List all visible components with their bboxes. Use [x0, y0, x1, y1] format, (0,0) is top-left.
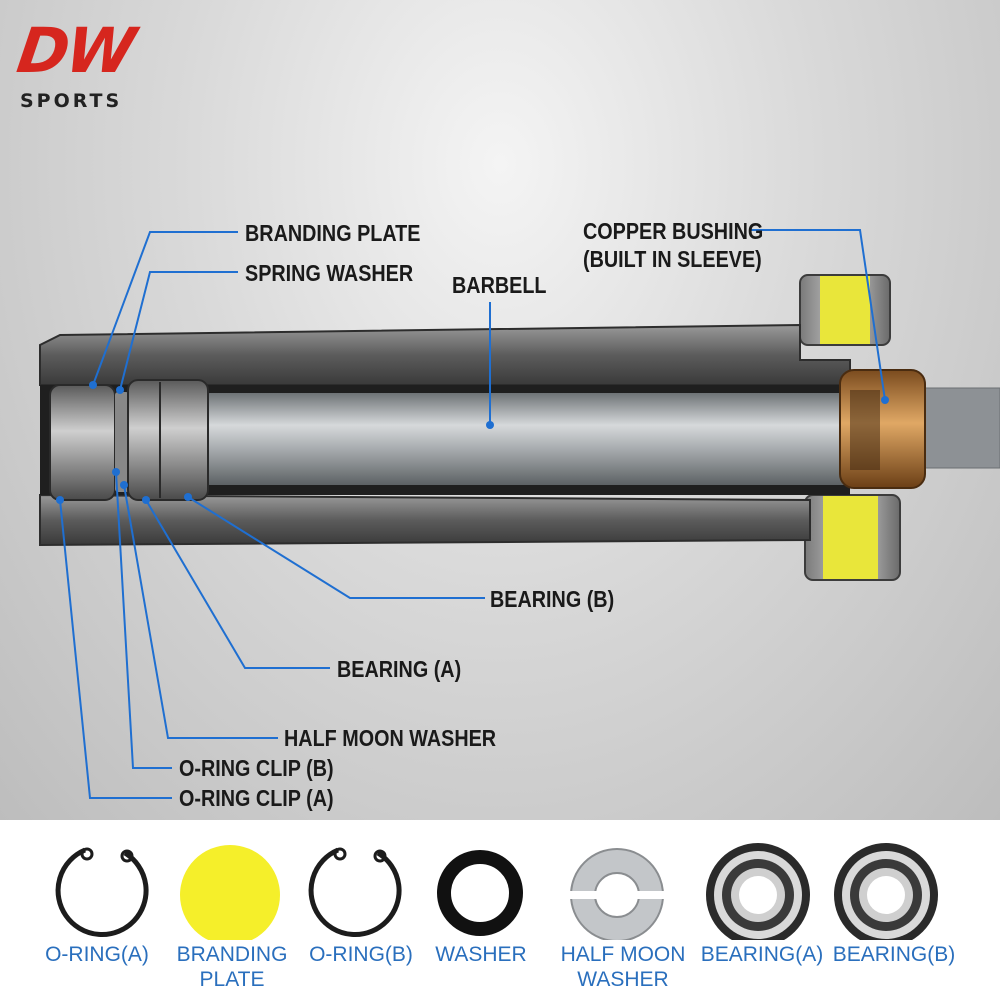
callout-copper-bushing-line2: (BUILT IN SLEEVE) [583, 246, 762, 272]
callout-branding-plate: BRANDING PLATE [245, 220, 421, 246]
callout-spring-washer: SPRING WASHER [245, 260, 414, 286]
sleeve-shell-bottom [39, 493, 811, 547]
brand-subtext: SPORTS [20, 90, 123, 112]
leader-dots [56, 381, 889, 504]
bearing-stack [49, 379, 209, 501]
branding-plate-icon [180, 845, 280, 940]
callout-barbell: BARBELL [452, 272, 547, 298]
sleeve-end-top [799, 274, 891, 346]
part-label-bearing-a: BEARING(A) [700, 943, 824, 966]
callout-half-moon-washer: HALF MOON WASHER [284, 725, 497, 751]
parts-strip [0, 820, 1000, 1000]
o-ring-icon [308, 847, 402, 938]
sleeve-end-bottom [804, 494, 901, 581]
callout-bearing-a: BEARING (A) [337, 656, 462, 682]
barbell-sleeve-cutaway [39, 229, 1000, 799]
callout-bearing-b: BEARING (B) [490, 586, 615, 612]
leader-lines [59, 229, 886, 799]
callout-o-ring-clip-b: O-RING CLIP (B) [179, 755, 334, 781]
washer-icon [437, 850, 523, 936]
sleeve-shell-top [39, 323, 851, 386]
part-label-o-ring-b: O-RING(B) [309, 943, 413, 966]
bearing-icon [706, 843, 810, 940]
part-label-washer: WASHER [435, 943, 527, 966]
parts-icons [55, 843, 938, 940]
callout-o-ring-clip-a: O-RING CLIP (A) [179, 785, 334, 811]
copper-bushing [839, 369, 926, 489]
part-label-branding-plate: BRANDING PLATE [176, 943, 288, 991]
o-ring-icon [55, 847, 149, 938]
callout-copper-bushing-line1: COPPER BUSHING [583, 218, 764, 244]
part-label-half-moon-washer: HALF MOON WASHER [560, 943, 686, 991]
bearing-icon [834, 843, 938, 940]
part-label-bearing-b: BEARING(B) [832, 943, 956, 966]
part-label-o-ring-a: O-RING(A) [45, 943, 149, 966]
half-moon-washer-icon [568, 848, 666, 940]
barbell-shaft [200, 393, 900, 485]
